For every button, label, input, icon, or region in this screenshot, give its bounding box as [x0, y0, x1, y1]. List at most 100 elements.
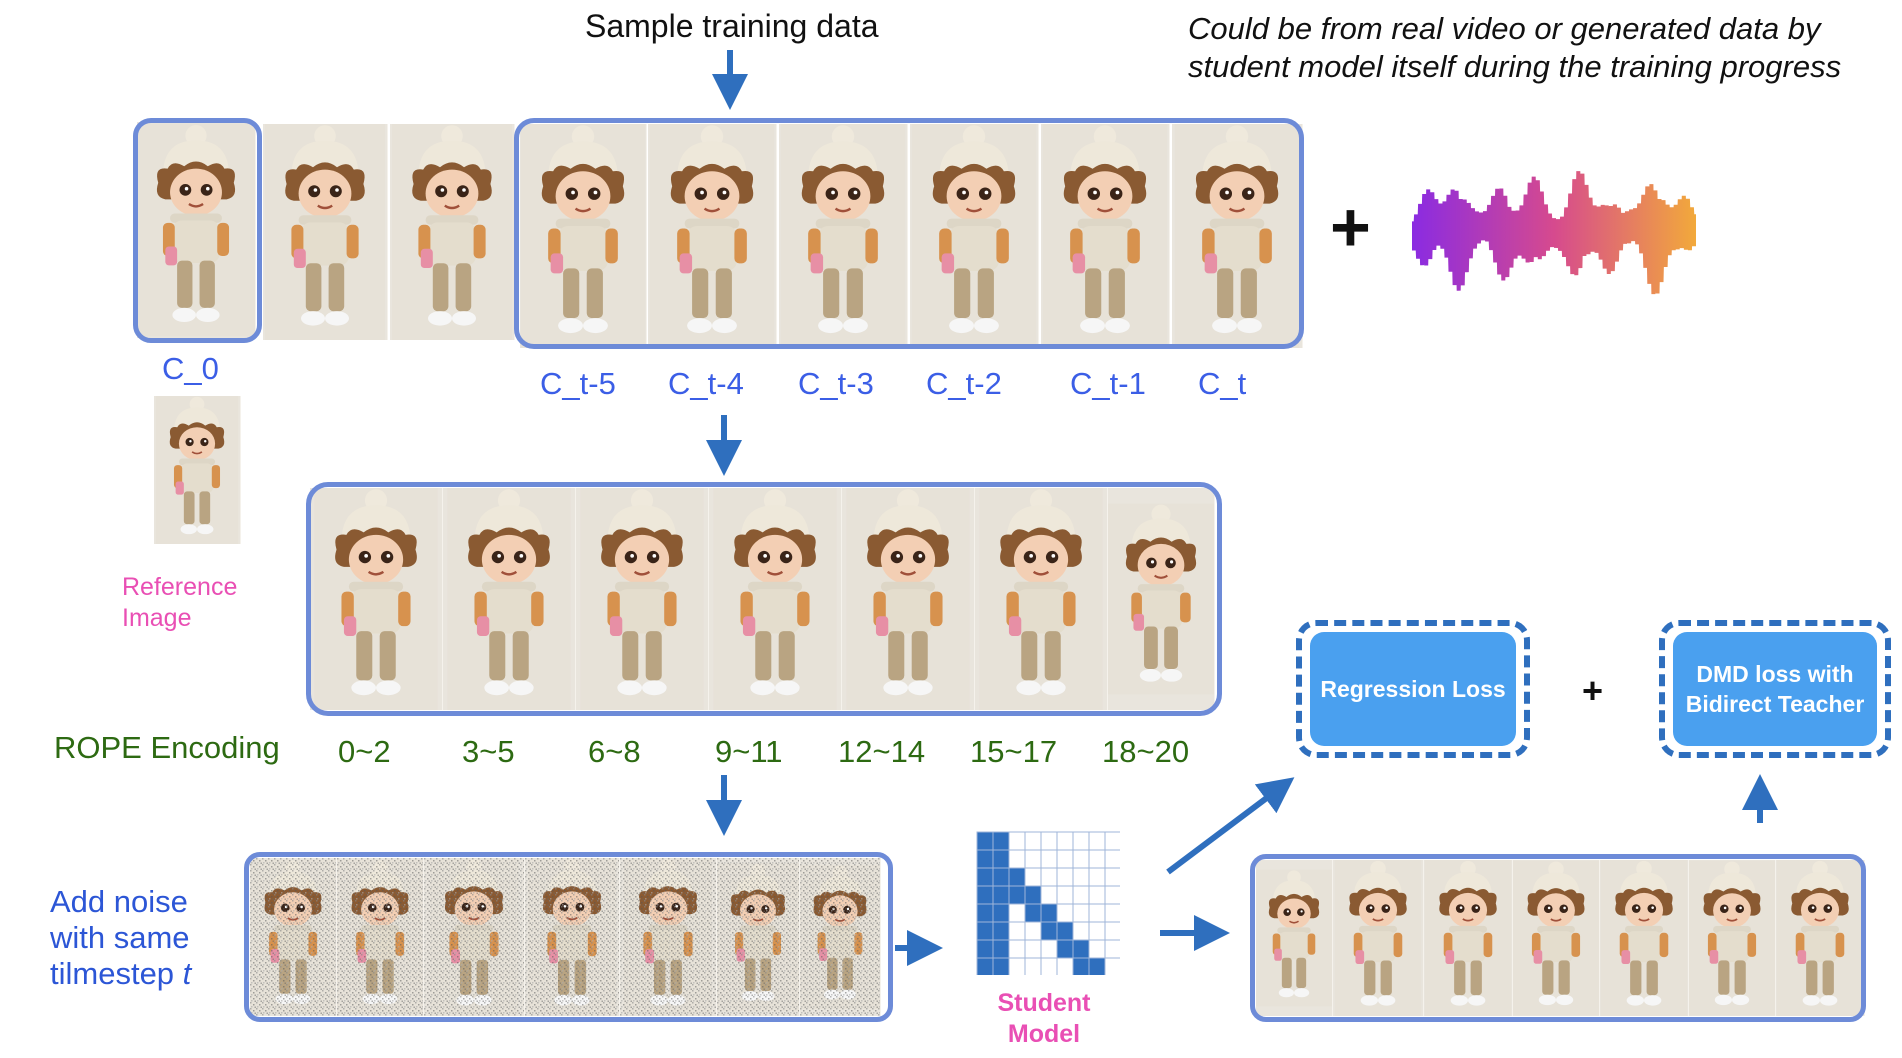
mask-cell-on: [976, 903, 994, 923]
mask-cell-on: [1008, 885, 1026, 905]
output-character-frame: [1776, 860, 1865, 1016]
character-frame: [576, 488, 709, 710]
mask-cell-on: [1072, 957, 1090, 975]
regression-loss-dashed-box: [1296, 620, 1530, 758]
student-model-label: Student Model: [984, 988, 1104, 1050]
context-label: C_t: [1198, 366, 1247, 401]
mask-cell-on: [976, 831, 994, 851]
character-frame: [263, 124, 388, 340]
reference-label-2: Image: [122, 604, 192, 632]
mask-cell-off: [1104, 939, 1120, 959]
mask-cell-on: [1088, 957, 1106, 975]
diagonal-arrow: [1166, 777, 1295, 875]
timestep-variable: t: [182, 956, 192, 991]
mask-cell-off: [1008, 831, 1026, 851]
reference-image: [154, 396, 241, 544]
character-frame: [709, 488, 842, 710]
noise-label-3: tilmestep t: [50, 956, 191, 992]
character-frame: [137, 122, 256, 338]
mask-cell-off: [1088, 903, 1106, 923]
noisy-character-frame: [620, 858, 717, 1016]
dmd-label-2: Bidirect Teacher: [1685, 691, 1865, 717]
loss-plus: +: [1582, 670, 1604, 711]
dmd-label-1: DMD loss with: [1696, 661, 1854, 687]
mask-cell-off: [1088, 867, 1106, 887]
noisy-character-frame: [525, 858, 620, 1016]
output-character-frame: [1600, 860, 1689, 1016]
mask-cell-on: [1024, 903, 1042, 923]
mask-cell-off: [1056, 957, 1074, 975]
mask-cell-off: [1104, 921, 1120, 941]
mask-cell-on: [976, 957, 994, 975]
rope-range: 12~14: [838, 734, 926, 769]
noisy-frames-box: [244, 852, 893, 1022]
noise-label-1: Add noise: [50, 884, 188, 919]
mask-cell-on: [1024, 885, 1042, 905]
mask-cell-off: [1008, 957, 1026, 975]
mask-cell-on: [1008, 867, 1026, 887]
mask-cell-off: [1104, 867, 1120, 887]
noisy-character-frame: [250, 858, 337, 1016]
regression-loss-box: Regression Loss: [1310, 632, 1516, 746]
mask-cell-on: [992, 939, 1010, 959]
mask-cell-off: [1024, 849, 1042, 869]
mask-cell-on: [976, 849, 994, 869]
character-frame: [1041, 124, 1170, 348]
output-character-frame: [1689, 860, 1776, 1016]
mask-cell-off: [1088, 885, 1106, 905]
dmd-loss-dashed-box: [1659, 620, 1891, 758]
noise-label-2: with same: [50, 920, 190, 955]
mask-cell-on: [1072, 939, 1090, 959]
noisy-character-frame: [800, 858, 881, 1016]
context-label: C_t-2: [926, 366, 1002, 401]
c0-label: C_0: [162, 351, 219, 386]
rope-range: 15~17: [970, 734, 1058, 769]
mask-cell-off: [1040, 831, 1058, 851]
mask-cell-on: [976, 921, 994, 941]
context-label: C_t-1: [1070, 366, 1146, 401]
mask-cell-off: [1024, 939, 1042, 959]
mask-cell-off: [1040, 849, 1058, 869]
mask-cell-off: [1056, 831, 1074, 851]
mask-cell-off: [1024, 957, 1042, 975]
character-frame: [520, 124, 647, 348]
output-frames-box: [1250, 854, 1866, 1022]
student-label-1: Student: [997, 989, 1091, 1017]
student-label-2: Model: [1007, 1020, 1081, 1048]
rope-range: 0~2: [338, 734, 391, 769]
mask-cell-on: [976, 885, 994, 905]
character-frame: [648, 124, 777, 348]
dmd-loss-box: DMD loss with Bidirect Teacher: [1673, 632, 1877, 746]
mask-cell-off: [1024, 867, 1042, 887]
mask-cell-off: [1072, 921, 1090, 941]
character-frame: [310, 488, 443, 710]
mask-cell-off: [1040, 957, 1058, 975]
mask-cell-off: [1088, 939, 1106, 959]
waveform-icon: [1412, 171, 1696, 295]
output-character-frame: [1424, 860, 1513, 1016]
note-line-1: Could be from real video or generated da…: [1188, 11, 1821, 46]
mask-cell-off: [1072, 867, 1090, 887]
mask-cell-off: [1040, 885, 1058, 905]
context-label: C_t-4: [668, 366, 744, 401]
character-frame: [910, 124, 1039, 348]
mask-cell-off: [1008, 849, 1026, 869]
mask-cell-off: [1008, 921, 1026, 941]
mask-cell-off: [1072, 903, 1090, 923]
noise-label-3-text: tilmestep: [50, 956, 183, 991]
rope-range: 9~11: [715, 734, 783, 769]
mask-cell-off: [1008, 939, 1026, 959]
mask-cell-on: [992, 867, 1010, 887]
character-frame: [975, 488, 1108, 710]
context-label: C_t-5: [540, 366, 616, 401]
mask-cell-off: [1056, 903, 1074, 923]
mask-cell-off: [1072, 885, 1090, 905]
mask-cell-off: [1056, 885, 1074, 905]
rope-range: 6~8: [588, 734, 641, 769]
note-line-2: student model itself during the training…: [1188, 49, 1842, 84]
mask-cell-on: [1056, 921, 1074, 941]
mask-cell-on: [1056, 939, 1074, 959]
mask-cell-on: [976, 939, 994, 959]
context-highlight-box: [514, 118, 1304, 349]
mask-cell-on: [992, 921, 1010, 941]
